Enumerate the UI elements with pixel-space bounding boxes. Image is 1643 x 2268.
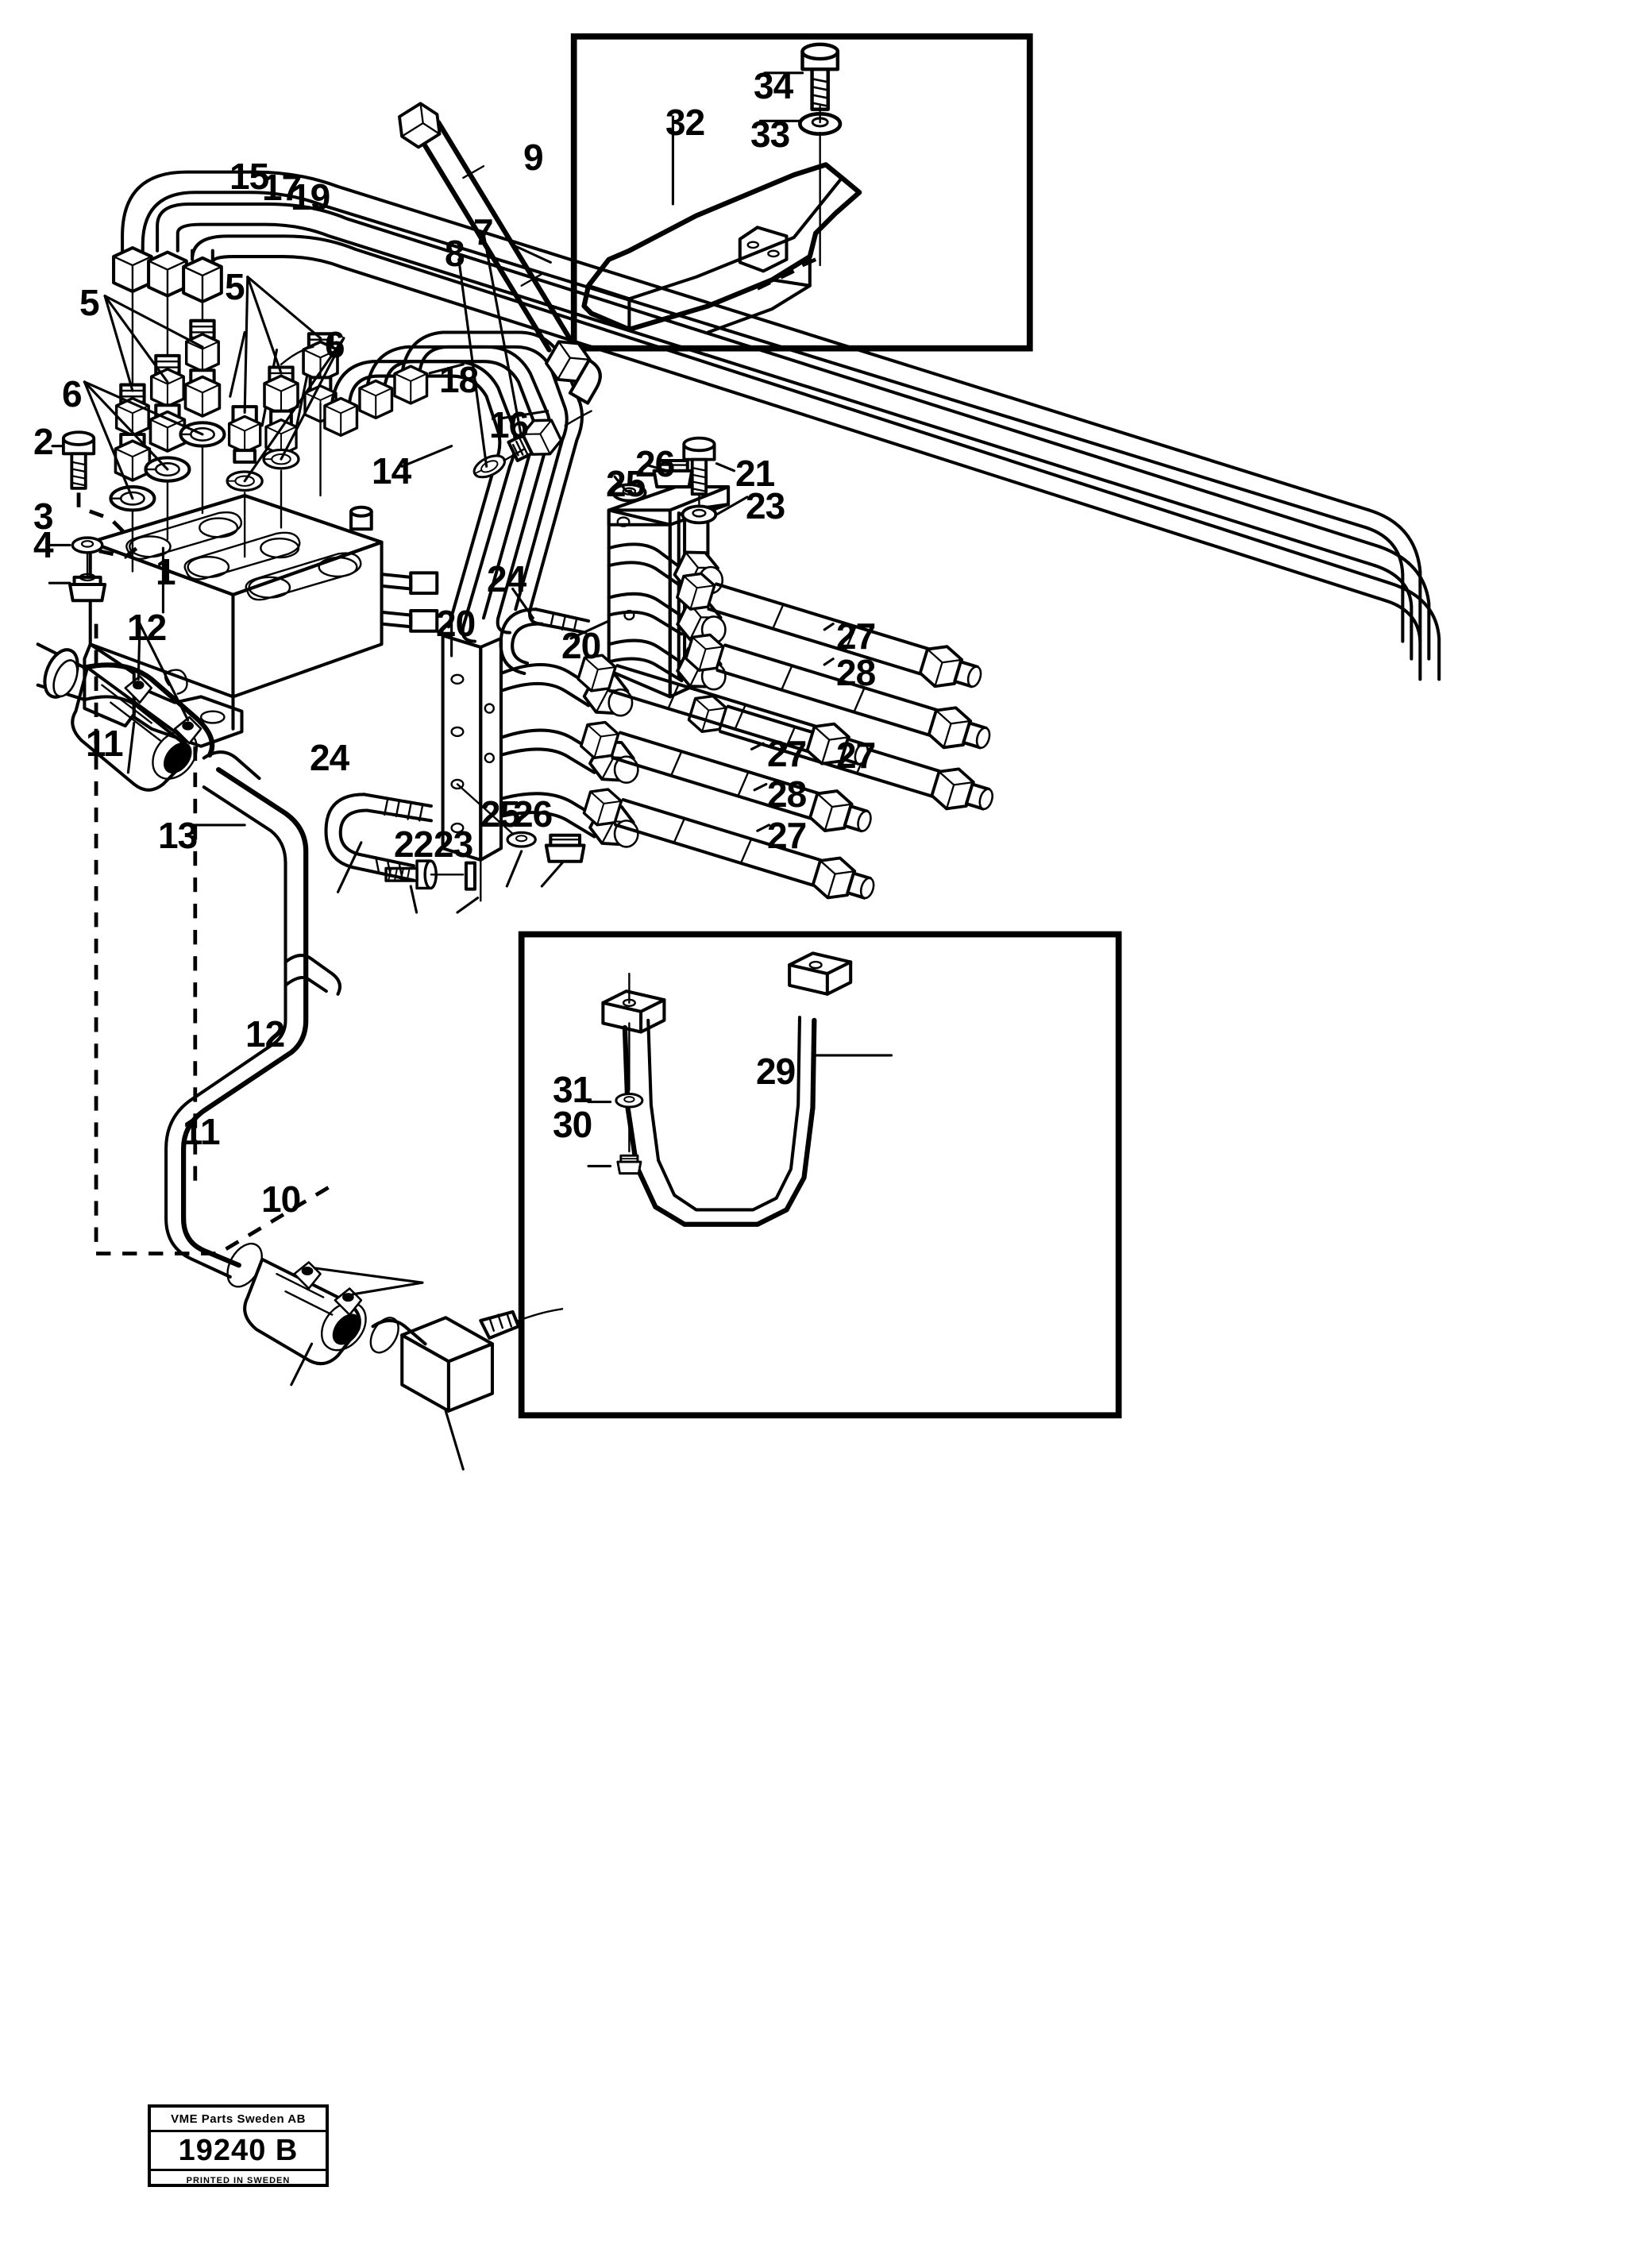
callout-24: 24	[310, 737, 349, 778]
callout-25: 25	[606, 463, 646, 504]
title-block: VME Parts Sweden AB 19240 B PRINTED IN S…	[148, 2104, 329, 2187]
title-block-company: VME Parts Sweden AB	[151, 2108, 326, 2132]
callout-25: 25	[480, 793, 520, 835]
callout-30: 30	[553, 1104, 592, 1145]
callout-27: 27	[836, 735, 876, 776]
callout-28: 28	[836, 652, 876, 693]
callout-27: 27	[767, 815, 807, 856]
u-bolt-24-right	[499, 587, 591, 676]
callout-26: 26	[635, 443, 675, 484]
callout-6: 6	[325, 324, 345, 365]
hoses-lower	[574, 649, 875, 905]
callout-33: 33	[750, 114, 790, 155]
callout-14: 14	[372, 450, 411, 492]
callout-1: 1	[156, 551, 176, 592]
callout-23: 23	[434, 824, 473, 865]
callout-15: 15	[229, 156, 269, 197]
callout-26: 26	[513, 793, 553, 835]
title-block-footer: PRINTED IN SWEDEN	[186, 2175, 291, 2185]
callout-9: 9	[523, 137, 544, 178]
callout-2: 2	[33, 421, 54, 462]
long-tubes-15-17-19	[114, 170, 1441, 681]
callout-4: 4	[33, 524, 54, 565]
callout-28: 28	[767, 773, 807, 815]
coupling-lower-11-12-10	[164, 1216, 564, 1471]
callout-11: 11	[86, 723, 124, 764]
valve-block-1	[48, 430, 439, 1256]
callout-24: 24	[487, 558, 526, 600]
hose-9-fitting-7-8	[391, 97, 602, 483]
fittings-5-6	[83, 276, 345, 573]
callout-11: 11	[183, 1111, 221, 1152]
u-bolt-24-left	[324, 793, 433, 893]
callout-27: 27	[767, 733, 807, 774]
callout-7: 7	[473, 211, 494, 253]
callout-17: 17	[262, 167, 302, 208]
callout-31: 31	[553, 1069, 592, 1110]
callout-16: 16	[489, 404, 529, 446]
callout-32: 32	[665, 102, 705, 143]
callout-20: 20	[561, 625, 601, 666]
callout-27: 27	[836, 615, 876, 657]
callout-21: 21	[735, 453, 775, 494]
callout-29: 29	[756, 1051, 796, 1092]
callout-3: 3	[33, 496, 54, 537]
callout-13: 13	[158, 815, 198, 856]
callout-23: 23	[746, 485, 785, 526]
bracket-20-right	[569, 436, 749, 699]
callout-6: 6	[62, 373, 83, 415]
callout-10: 10	[261, 1178, 301, 1220]
inset-bottom-right	[518, 931, 1122, 1419]
title-block-number: 19240 B	[151, 2132, 326, 2171]
bracket-20-left	[384, 616, 639, 914]
callout-12: 12	[127, 607, 167, 648]
callout-8: 8	[445, 233, 465, 274]
callout-19: 19	[291, 176, 330, 218]
inset-top-right	[570, 33, 1033, 352]
coupling-upper-11-12	[36, 623, 341, 1221]
callout-20: 20	[436, 603, 476, 644]
hoses-upper-right	[673, 567, 994, 816]
callout-5: 5	[225, 266, 245, 307]
callout-18: 18	[439, 359, 479, 400]
callout-5: 5	[79, 282, 100, 323]
callout-34: 34	[754, 65, 793, 106]
callout-22: 22	[394, 824, 434, 865]
callout-12: 12	[245, 1013, 285, 1055]
